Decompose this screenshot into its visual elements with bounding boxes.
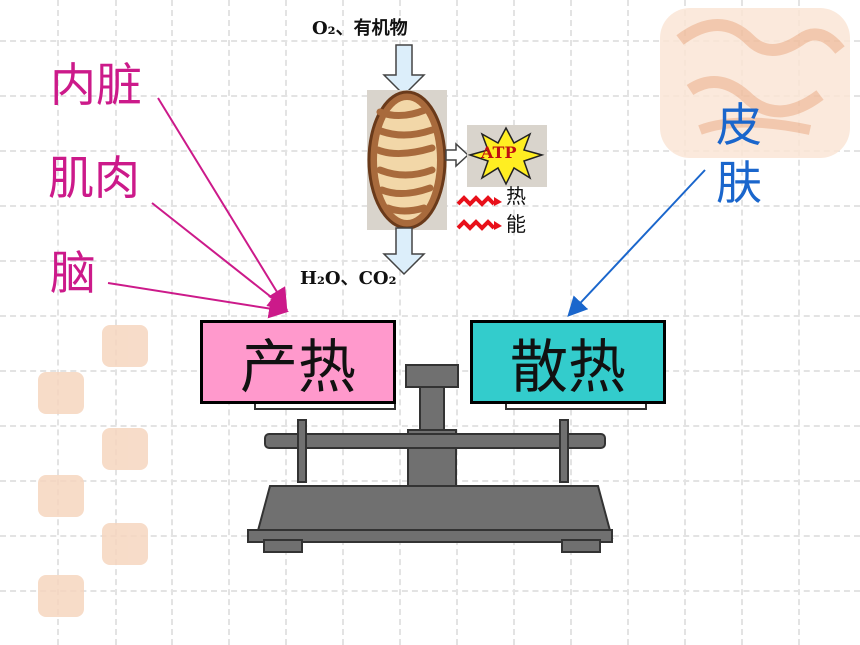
heat-char: 热	[506, 184, 526, 208]
organ-brain-label: 脑	[50, 246, 96, 300]
skin-char-2: 肤	[716, 156, 762, 210]
oxygen-organic-label: O₂、有机物	[312, 18, 408, 39]
atp-label: ATP	[481, 143, 517, 162]
output-arrow	[382, 227, 426, 276]
heat-production-label: 产热	[239, 333, 356, 401]
skin-pointer-arrow	[567, 169, 706, 317]
heat-production-box: 产热	[200, 320, 396, 404]
atp-burst	[467, 125, 547, 187]
atp-arrow	[445, 142, 470, 168]
mitochondrion-image	[367, 90, 447, 230]
organ-muscle-label: 肌肉	[48, 151, 140, 205]
heat-dissipation-label: 散热	[509, 333, 626, 401]
water-co2-label: H₂O、CO₂	[300, 268, 397, 289]
organ-pointer-arrows	[107, 97, 289, 319]
input-arrow	[382, 44, 426, 97]
heat-zigzag-arrows	[456, 195, 502, 231]
organ-viscera-label: 内脏	[50, 58, 142, 112]
skin-char-1: 皮	[716, 98, 762, 152]
energy-char: 能	[506, 212, 526, 236]
heat-dissipation-box: 散热	[470, 320, 666, 404]
balance-scale	[247, 364, 647, 553]
